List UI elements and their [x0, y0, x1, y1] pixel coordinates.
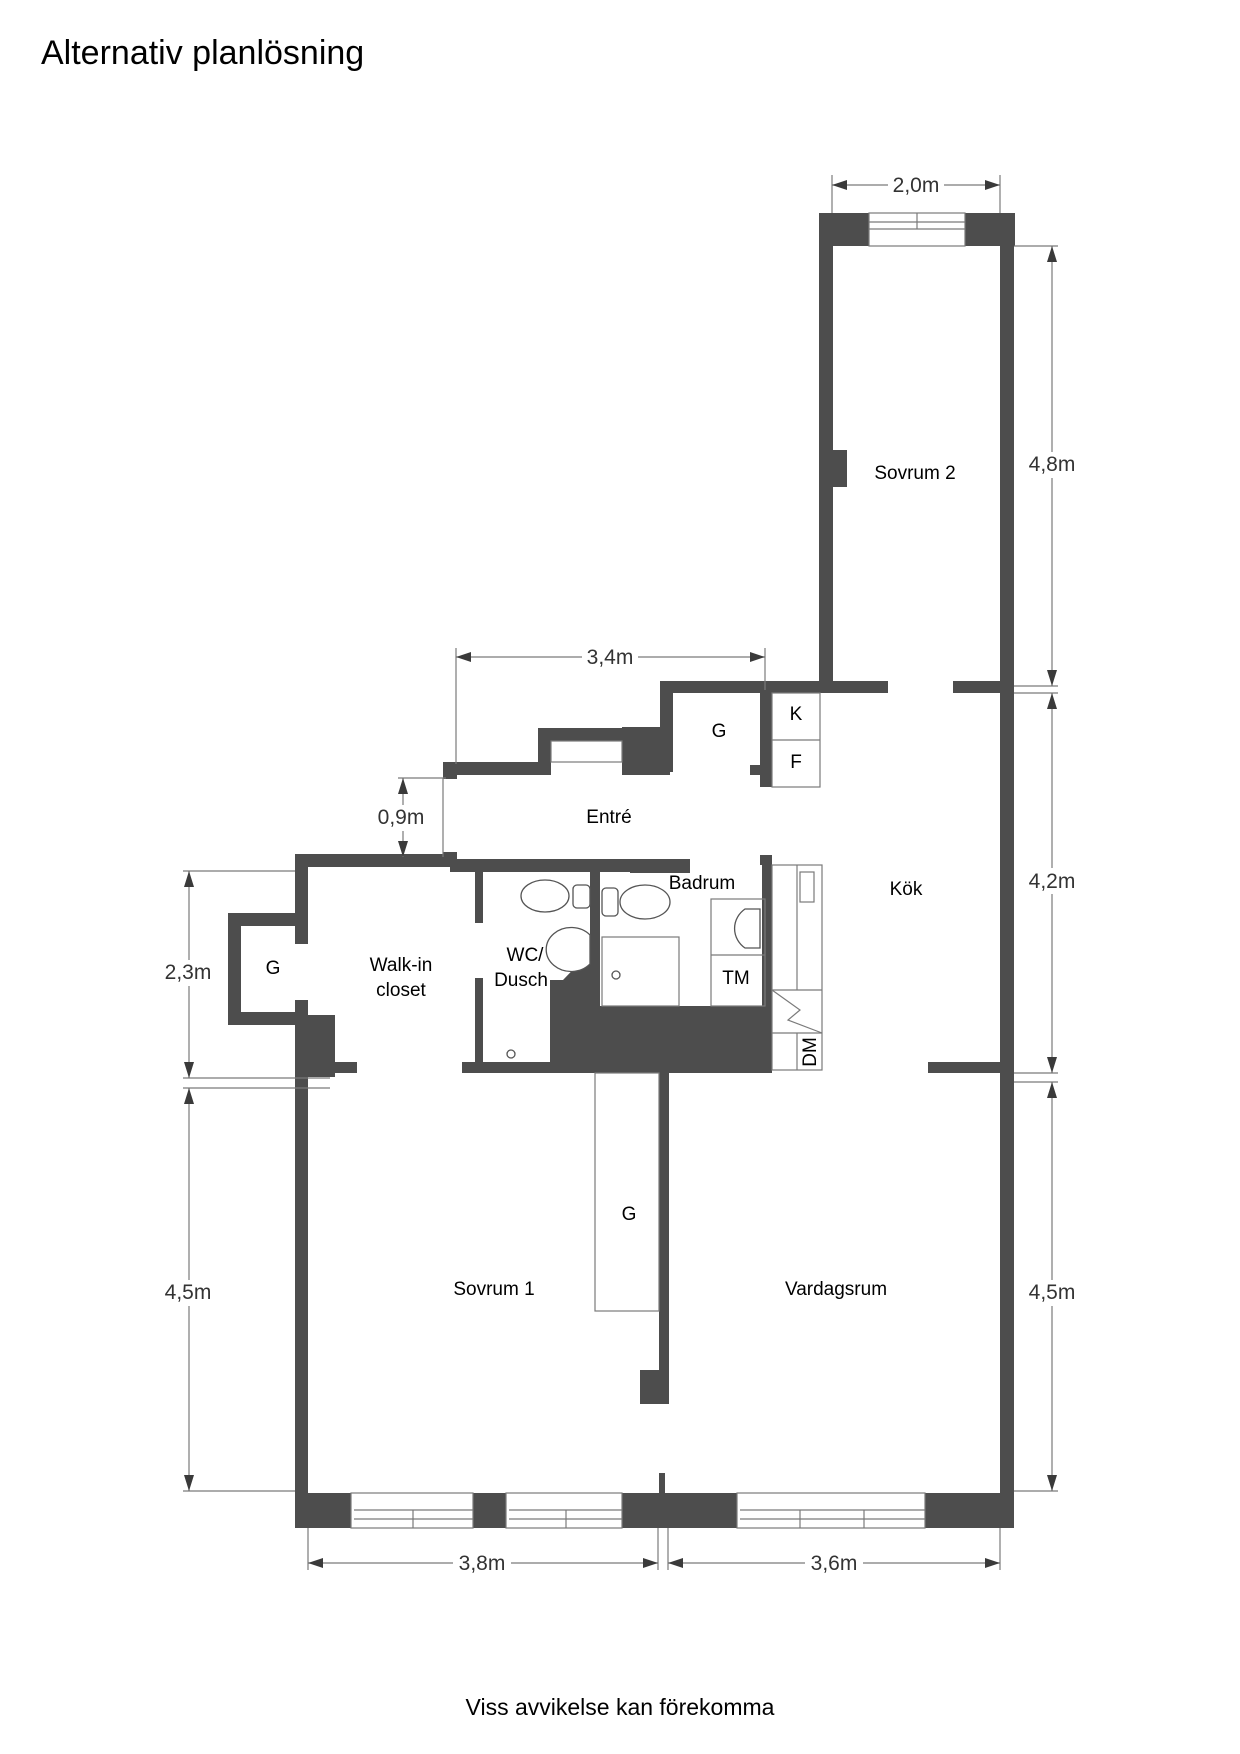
- room-kok: Kök: [890, 879, 923, 900]
- dim-sovrum1-width: 3,8m: [459, 1552, 506, 1575]
- appliance-dishwasher: DM: [800, 1037, 821, 1067]
- dim-sovrum2-depth: 4,8m: [1029, 453, 1076, 476]
- appliance-fridge: K: [790, 704, 803, 725]
- room-entre: Entré: [586, 807, 631, 828]
- dim-kok-depth: 4,2m: [1029, 870, 1076, 893]
- dimension-lines: [183, 175, 1058, 1570]
- room-wc-line2: Dusch: [494, 970, 548, 991]
- appliance-washer: TM: [722, 968, 749, 989]
- room-walkin-line2: closet: [376, 980, 426, 1001]
- appliance-freezer: F: [790, 752, 802, 773]
- dim-walkin-depth: 2,3m: [165, 961, 212, 984]
- room-sovrum-1: Sovrum 1: [453, 1279, 534, 1300]
- dim-vardagsrum-width: 3,6m: [811, 1552, 858, 1575]
- dim-vardagsrum-depth: 4,5m: [1029, 1281, 1076, 1304]
- room-sovrum-2: Sovrum 2: [874, 463, 955, 484]
- dim-entre-depth: 0,9m: [378, 806, 425, 829]
- dim-entre-width: 3,4m: [587, 646, 634, 669]
- walls: [228, 213, 1015, 1528]
- room-wc-line1: WC/: [507, 945, 545, 966]
- room-closet-entre: G: [712, 721, 727, 742]
- dimension-labels: 2,0m 4,8m 3,4m 0,9m 4,2m 2,3m 4,5m 4,5m …: [160, 172, 1080, 1577]
- dim-top-width: 2,0m: [893, 174, 940, 197]
- windows: [350, 212, 966, 1529]
- room-walkin-line1: Walk-in: [370, 955, 433, 976]
- room-closet-mid: G: [622, 1204, 637, 1225]
- room-labels: Sovrum 2 Entré G K F Kök Badrum TM DM WC…: [266, 463, 956, 1300]
- room-badrum: Badrum: [669, 873, 736, 894]
- fixtures: [506, 692, 823, 1312]
- room-vardagsrum: Vardagsrum: [785, 1279, 887, 1300]
- dim-sovrum1-depth: 4,5m: [165, 1281, 212, 1304]
- disclaimer-footer: Viss avvikelse kan förekomma: [465, 1694, 775, 1720]
- room-closet-left: G: [266, 958, 281, 979]
- page-title: Alternativ planlösning: [41, 34, 365, 72]
